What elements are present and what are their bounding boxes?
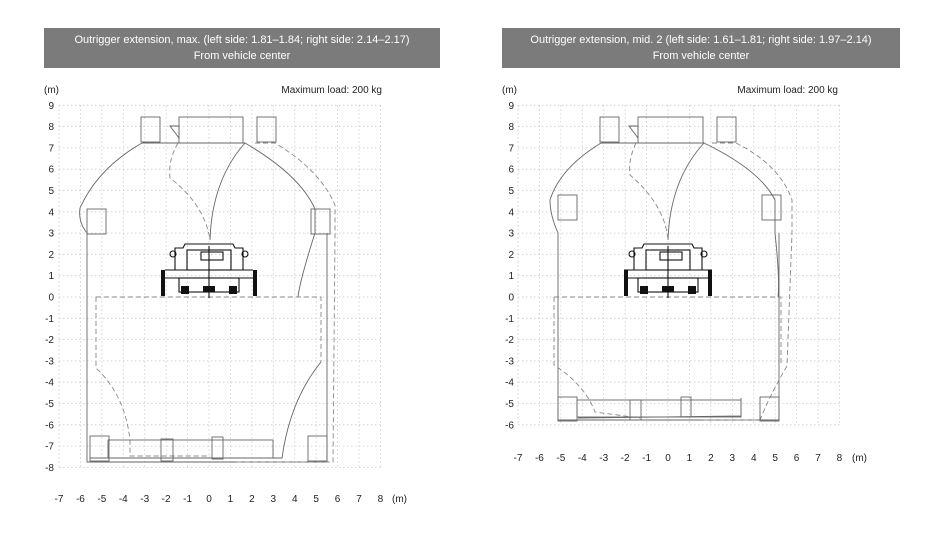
left-outrigger-pads [86,116,331,462]
right-range-solid [549,142,780,421]
y-tick-label: 2 [508,250,514,261]
x-tick-label: 6 [794,453,800,464]
y-tick-label: 6 [508,165,514,176]
x-tick-label: 7 [815,453,821,464]
y-tick-label: -1 [505,314,514,325]
x-tick-label: -1 [642,453,651,464]
x-tick-label: -5 [97,494,106,505]
x-tick-label: 2 [249,494,255,505]
right-title-line2: From vehicle center [652,50,750,62]
x-tick-label: 5 [772,453,778,464]
y-tick-label: -4 [45,378,54,389]
y-tick-label: 3 [48,229,54,240]
left-title-line2: From vehicle center [193,50,291,62]
y-tick-label: 1 [48,271,54,282]
left-x-tick-labels: -7 -6 -5 -4 -3 -2 -1 0 1 2 3 4 5 6 7 8 [55,494,384,505]
x-tick-label: 1 [687,453,693,464]
y-tick-label: 0 [508,293,514,304]
right-y-unit: (m) [502,85,517,96]
y-tick-label: 8 [48,122,54,133]
x-tick-label: 3 [271,494,277,505]
x-tick-label: -7 [55,494,64,505]
y-tick-label: -8 [45,463,54,474]
y-tick-label: 9 [508,101,514,112]
x-tick-label: 6 [335,494,341,505]
y-tick-label: 0 [48,293,54,304]
x-tick-label: 7 [356,494,362,505]
y-tick-label: -7 [45,442,54,453]
x-tick-label: 8 [378,494,384,505]
y-tick-label: 6 [48,165,54,176]
y-tick-label: 7 [48,143,54,154]
x-tick-label: -4 [578,453,587,464]
y-tick-label: 5 [508,186,514,197]
right-x-unit: (m) [852,453,867,464]
x-tick-label: 4 [751,453,757,464]
x-tick-label: -4 [119,494,128,505]
x-tick-label: -3 [140,494,149,505]
x-tick-label: 0 [665,453,671,464]
left-x-unit: (m) [392,494,407,505]
y-tick-label: -2 [505,335,514,346]
x-tick-label: -7 [514,453,523,464]
x-tick-label: -1 [183,494,192,505]
x-tick-label: 8 [837,453,843,464]
right-truck [624,243,712,298]
left-y-unit: (m) [44,85,59,96]
left-grid [58,104,381,468]
right-title-line1: Outrigger extension, mid. 2 (left side: … [530,34,872,46]
left-max-load: Maximum load: 200 kg [281,85,382,96]
x-tick-label: 5 [313,494,319,505]
y-tick-label: 1 [508,271,514,282]
y-tick-label: 4 [48,207,54,218]
right-max-load: Maximum load: 200 kg [737,85,838,96]
y-tick-label: 9 [48,101,54,112]
y-tick-label: -6 [505,420,514,431]
right-y-tick-labels: 9 8 7 6 5 4 3 2 1 0 -1 -2 -3 -4 -5 -6 [505,101,514,431]
y-tick-label: 2 [48,250,54,261]
x-tick-label: -2 [621,453,630,464]
x-tick-label: 3 [730,453,736,464]
y-tick-label: -4 [505,378,514,389]
y-tick-label: 3 [508,229,514,240]
right-outrigger-pads [557,116,782,422]
left-panel-title: Outrigger extension, max. (left side: 1.… [44,28,440,68]
left-truck [161,243,257,298]
x-tick-label: 0 [206,494,212,505]
right-x-tick-labels: -7 -6 -5 -4 -3 -2 -1 0 1 2 3 4 5 6 7 8 [514,453,843,464]
x-tick-label: -2 [162,494,171,505]
x-tick-label: -3 [599,453,608,464]
y-tick-label: 7 [508,143,514,154]
y-tick-label: -3 [505,356,514,367]
x-tick-label: 4 [292,494,298,505]
y-tick-label: -6 [45,420,54,431]
y-tick-label: -5 [505,399,514,410]
left-title-line1: Outrigger extension, max. (left side: 1.… [74,34,410,46]
y-tick-label: -5 [45,399,54,410]
y-tick-label: -2 [45,335,54,346]
y-tick-label: 8 [508,122,514,133]
x-tick-label: -6 [535,453,544,464]
y-tick-label: -3 [45,356,54,367]
y-tick-label: 5 [48,186,54,197]
y-tick-label: 4 [508,207,514,218]
x-tick-label: 2 [708,453,714,464]
x-tick-label: -5 [556,453,565,464]
y-tick-label: -1 [45,314,54,325]
x-tick-label: 1 [228,494,234,505]
x-tick-label: -6 [76,494,85,505]
right-range-dashed [553,142,793,421]
right-panel-title: Outrigger extension, mid. 2 (left side: … [502,28,900,68]
left-y-tick-labels: 9 8 7 6 5 4 3 2 1 0 -1 -2 -3 -4 -5 -6 -7 -8 [45,101,54,474]
